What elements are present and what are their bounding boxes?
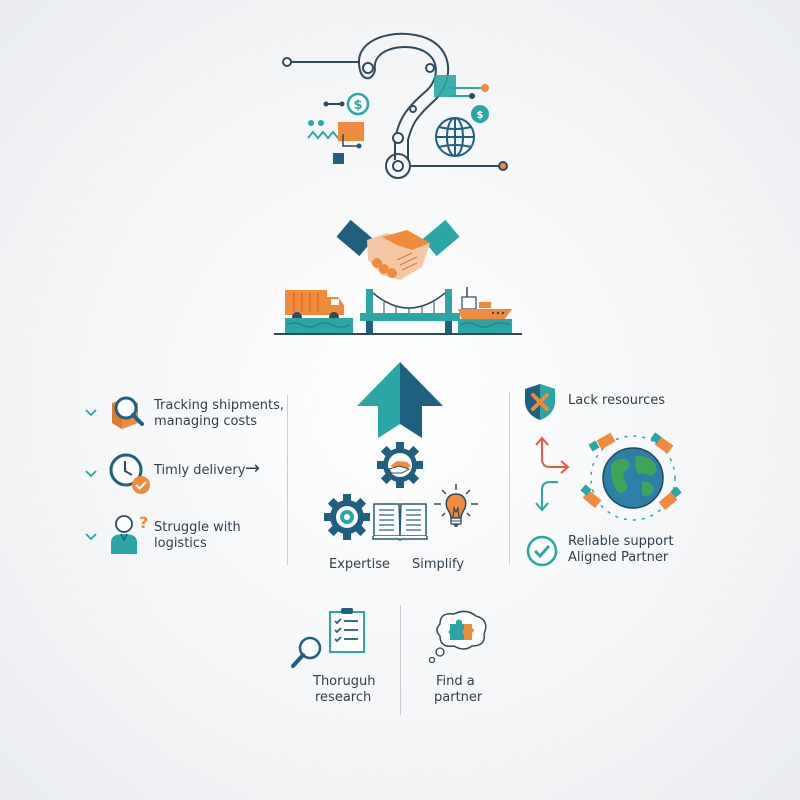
partner-label-line1: Find a [436, 674, 475, 689]
open-book-icon [372, 503, 428, 541]
thought-puzzle-icon [428, 610, 487, 664]
ship-icon [458, 287, 512, 333]
question-circuit-graphic: $ $ [280, 30, 540, 190]
truck-icon [285, 290, 353, 333]
tracking-label-line1: Tracking shipments, [154, 398, 285, 413]
expertise-label: Expertise [329, 557, 390, 572]
branch-arrows-icon [535, 436, 570, 512]
lightbulb-icon [434, 484, 478, 527]
box-search-icon [112, 396, 144, 429]
partnership-bridge-graphic [272, 205, 532, 340]
chevron-down-icon[interactable] [84, 408, 98, 418]
lack-resources-label: Lack resources [568, 393, 666, 408]
svg-text:$: $ [477, 110, 484, 121]
dollar-icon: $ [323, 92, 370, 116]
research-label-line2: research [315, 690, 372, 705]
tracking-label-line2: managing costs [154, 414, 258, 429]
svg-text:$: $ [353, 98, 362, 113]
handshake-icon [336, 219, 460, 280]
struggle-label-line1: Struggle with [154, 520, 241, 535]
svg-text:?: ? [139, 513, 148, 532]
teal-block [434, 75, 456, 97]
shield-x-icon [525, 384, 555, 420]
aligned-partner-label: Aligned Partner [568, 550, 669, 565]
question-mark-circuit-icon: $ $ [282, 32, 508, 179]
divider-bottom [400, 605, 401, 715]
chevron-down-icon[interactable] [84, 532, 98, 542]
right-arrow-icon: → [245, 458, 261, 479]
reliable-support-label: Reliable support [568, 534, 674, 549]
coin-icon: $ [471, 105, 489, 123]
bridge-icon [360, 289, 460, 333]
divider-left [287, 395, 288, 565]
gear-handshake-icon [377, 442, 423, 488]
struggle-label-line2: logistics [154, 536, 207, 551]
gear-icon [324, 494, 370, 540]
zigzag-icon [307, 120, 364, 164]
check-circle-icon [526, 535, 558, 567]
truck-icon [658, 486, 682, 510]
confused-person-icon: ? [111, 513, 148, 554]
simplify-label: Simplify [412, 557, 465, 572]
truck-icon [580, 484, 602, 508]
divider-right [509, 392, 510, 564]
up-arrow-icon [357, 362, 443, 438]
partner-label-line2: partner [434, 690, 483, 705]
timely-delivery-label: Timly delivery [154, 463, 246, 478]
truck-icon [650, 432, 674, 454]
chevron-down-icon[interactable] [84, 469, 98, 479]
research-clipboard-icon [291, 608, 365, 668]
research-label-line1: Thoruguh [313, 674, 376, 689]
globe-trucks-icon [580, 432, 682, 521]
truck-icon [588, 432, 616, 452]
globe-icon [435, 117, 475, 157]
clock-check-icon [109, 453, 150, 494]
